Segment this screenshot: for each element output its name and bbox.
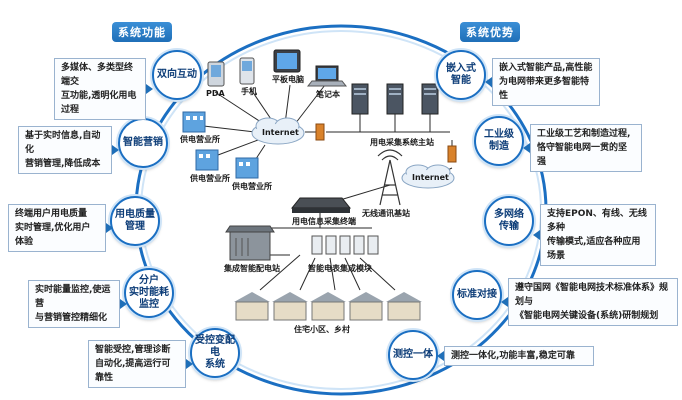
office-building-icon	[195, 149, 219, 171]
house-icons	[234, 292, 422, 321]
tablet-icon	[273, 49, 301, 73]
label-meter-module: 智能电表集成模块	[308, 264, 372, 273]
callout-controlled-substation: 智能受控,管理诊断 自动化,提高运行可靠性	[88, 340, 193, 388]
arrow-icon	[485, 77, 492, 87]
callout-energy-monitoring: 实时能量监控,使运营 与营销管控精细化	[28, 280, 127, 328]
callout-text: 基于实时信息,自动化 营销管理,降低成本	[25, 131, 101, 169]
label-internet-2: Internet	[412, 173, 449, 182]
phone-icon	[239, 57, 255, 85]
node-standard-compliance: 标准对接	[452, 270, 502, 320]
node-energy-monitoring: 分户 实时能耗 监控	[124, 268, 174, 318]
office-building-icon	[182, 111, 206, 133]
node-smart-marketing: 智能营销	[118, 118, 168, 168]
arrow-icon	[112, 145, 119, 155]
callout-text: 实时能量监控,使运营 与营销管控精细化	[35, 285, 111, 323]
firewall-icon	[447, 145, 457, 163]
label-phone: 手机	[241, 87, 257, 96]
callout-text: 测控一体化,功能丰富,稳定可靠	[451, 351, 575, 361]
arrow-icon	[106, 223, 113, 233]
wireless-tower-icon	[377, 149, 403, 206]
callout-multi-network: 支持EPON、有线、无线多种 传输模式,适应各种应用场景	[533, 204, 656, 266]
label-internet-1: Internet	[262, 128, 299, 137]
node-industrial-manufacturing: 工业级 制造	[474, 116, 524, 166]
callout-two-way-interaction: 多媒体、多类型终端交 互功能,透明化用电过程	[54, 58, 153, 120]
terminal-device-icon	[290, 197, 352, 213]
callout-text: 终端用户用电质量 实时管理,优化用户体验	[15, 209, 91, 247]
internet-cloud-2	[401, 164, 455, 189]
office-building-icon	[235, 157, 259, 179]
meter-module-icons	[311, 235, 379, 255]
callout-standard-compliance: 遵守国网《智能电网技术标准体系》规划与 《智能电网关键设备(系统)研制规划	[501, 278, 678, 326]
label-office-3: 供电营业所	[232, 182, 272, 191]
label-pda: PDA	[206, 89, 225, 98]
callout-industrial-manufacturing: 工业级工艺和制造过程, 恪守智能电网一贯的坚强	[523, 124, 642, 172]
label-office-2: 供电营业所	[190, 174, 230, 183]
substation-icon	[225, 225, 275, 261]
firewall-icon	[315, 123, 325, 141]
server-rack-icons	[351, 83, 439, 115]
callout-measure-control: 测控一体化,功能丰富,稳定可靠	[437, 346, 594, 366]
arrow-icon	[146, 84, 153, 94]
node-measure-control: 测控一体	[388, 330, 438, 380]
callout-text: 支持EPON、有线、无线多种 传输模式,适应各种应用场景	[547, 209, 647, 261]
label-laptop: 笔记本	[316, 90, 340, 99]
internet-cloud-1	[251, 117, 305, 145]
node-power-quality: 用电质量 管理	[110, 196, 160, 246]
arrow-icon	[523, 143, 530, 153]
arrow-icon	[501, 297, 508, 307]
label-substation: 集成智能配电站	[224, 264, 280, 273]
label-terminal: 用电信息采集终端	[292, 217, 356, 226]
arrow-icon	[533, 230, 540, 240]
label-office-1: 供电营业所	[180, 135, 220, 144]
system-advantages-title: 系统优势	[460, 22, 520, 42]
arrow-icon	[437, 351, 444, 361]
callout-text: 多媒体、多类型终端交 互功能,透明化用电过程	[61, 63, 137, 115]
node-multi-network: 多网络 传输	[484, 196, 534, 246]
label-base-station: 无线通讯基站	[362, 209, 410, 218]
label-main-station: 用电采集系统主站	[370, 138, 434, 147]
pda-icon	[207, 61, 225, 87]
label-houses: 住宅小区、乡村	[294, 325, 350, 334]
label-tablet: 平板电脑	[272, 75, 304, 84]
network-links	[194, 84, 453, 291]
arrow-icon	[186, 359, 193, 369]
callout-power-quality: 终端用户用电质量 实时管理,优化用户体验	[8, 204, 113, 252]
callout-text: 工业级工艺和制造过程, 恪守智能电网一贯的坚强	[537, 129, 631, 167]
node-embedded-intelligence: 嵌入式 智能	[436, 50, 486, 100]
node-controlled-substation: 受控变配电 系统	[190, 328, 240, 378]
callout-text: 嵌入式智能产品,高性能 为电网带来更多智能特性	[499, 63, 593, 101]
arrow-icon	[120, 299, 127, 309]
callout-text: 遵守国网《智能电网技术标准体系》规划与 《智能电网关键设备(系统)研制规划	[515, 283, 669, 321]
callout-text: 智能受控,管理诊断 自动化,提高运行可靠性	[95, 345, 171, 383]
node-two-way-interaction: 双向互动	[152, 50, 202, 100]
system-functions-title: 系统功能	[112, 22, 172, 42]
callout-smart-marketing: 基于实时信息,自动化 营销管理,降低成本	[18, 126, 119, 174]
laptop-icon	[306, 65, 348, 87]
callout-embedded-intelligence: 嵌入式智能产品,高性能 为电网带来更多智能特性	[485, 58, 600, 106]
